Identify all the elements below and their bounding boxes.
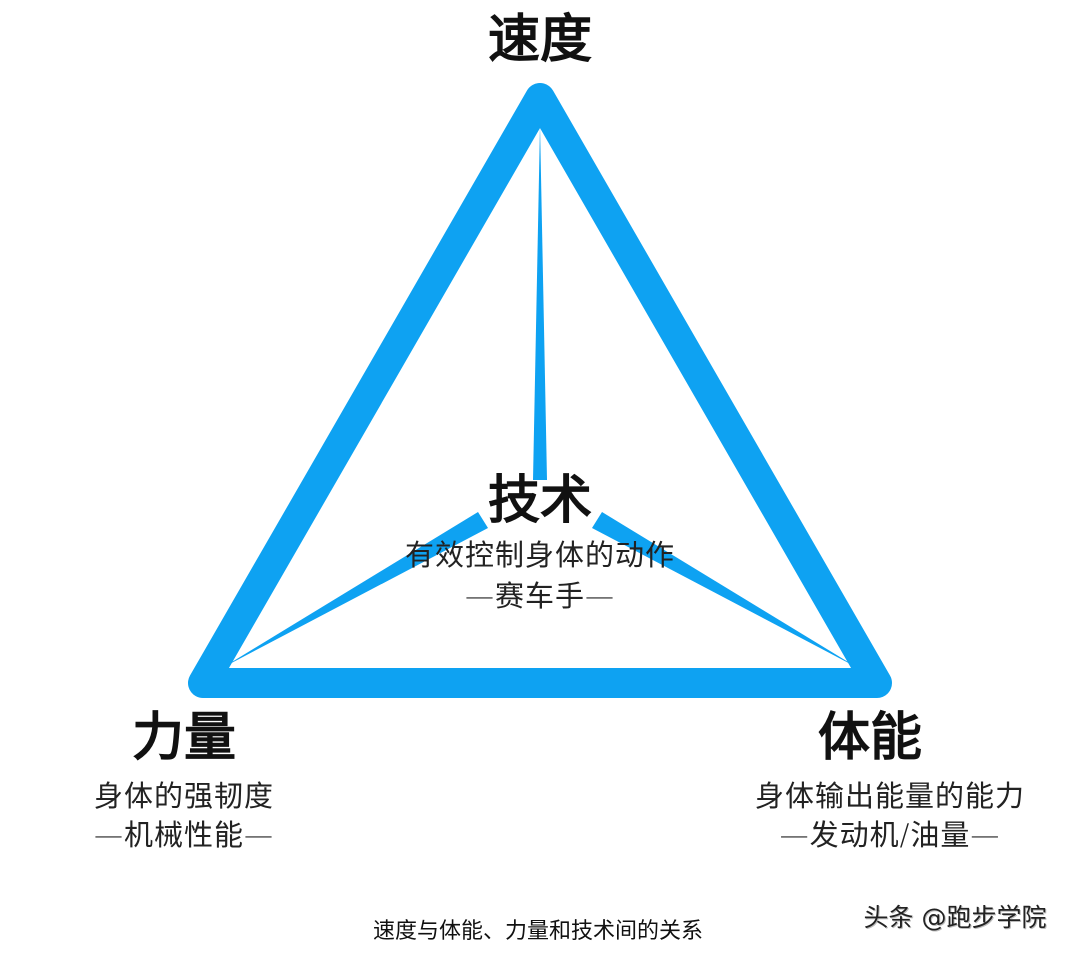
spoke-left bbox=[222, 512, 488, 668]
node-technique-role: —赛车手— bbox=[464, 579, 615, 613]
node-stamina-role: —发动机/油量— bbox=[779, 818, 1001, 852]
watermark: 头条 @跑步学院 bbox=[863, 903, 1047, 932]
spoke-right bbox=[592, 512, 858, 668]
node-speed-title: 速度 bbox=[487, 10, 592, 70]
spoke-top bbox=[533, 125, 547, 480]
node-strength-title: 力量 bbox=[131, 708, 236, 768]
node-stamina-title: 体能 bbox=[817, 708, 922, 768]
node-strength-role: —机械性能— bbox=[93, 818, 274, 852]
node-strength-desc: 身体的强韧度 bbox=[93, 779, 274, 813]
triangle-outline bbox=[188, 83, 892, 698]
node-stamina-desc: 身体输出能量的能力 bbox=[754, 779, 1025, 813]
figure-caption: 速度与体能、力量和技术间的关系 bbox=[372, 919, 703, 944]
node-technique-desc: 有效控制身体的动作 bbox=[404, 538, 675, 572]
node-technique-title: 技术 bbox=[487, 471, 592, 531]
